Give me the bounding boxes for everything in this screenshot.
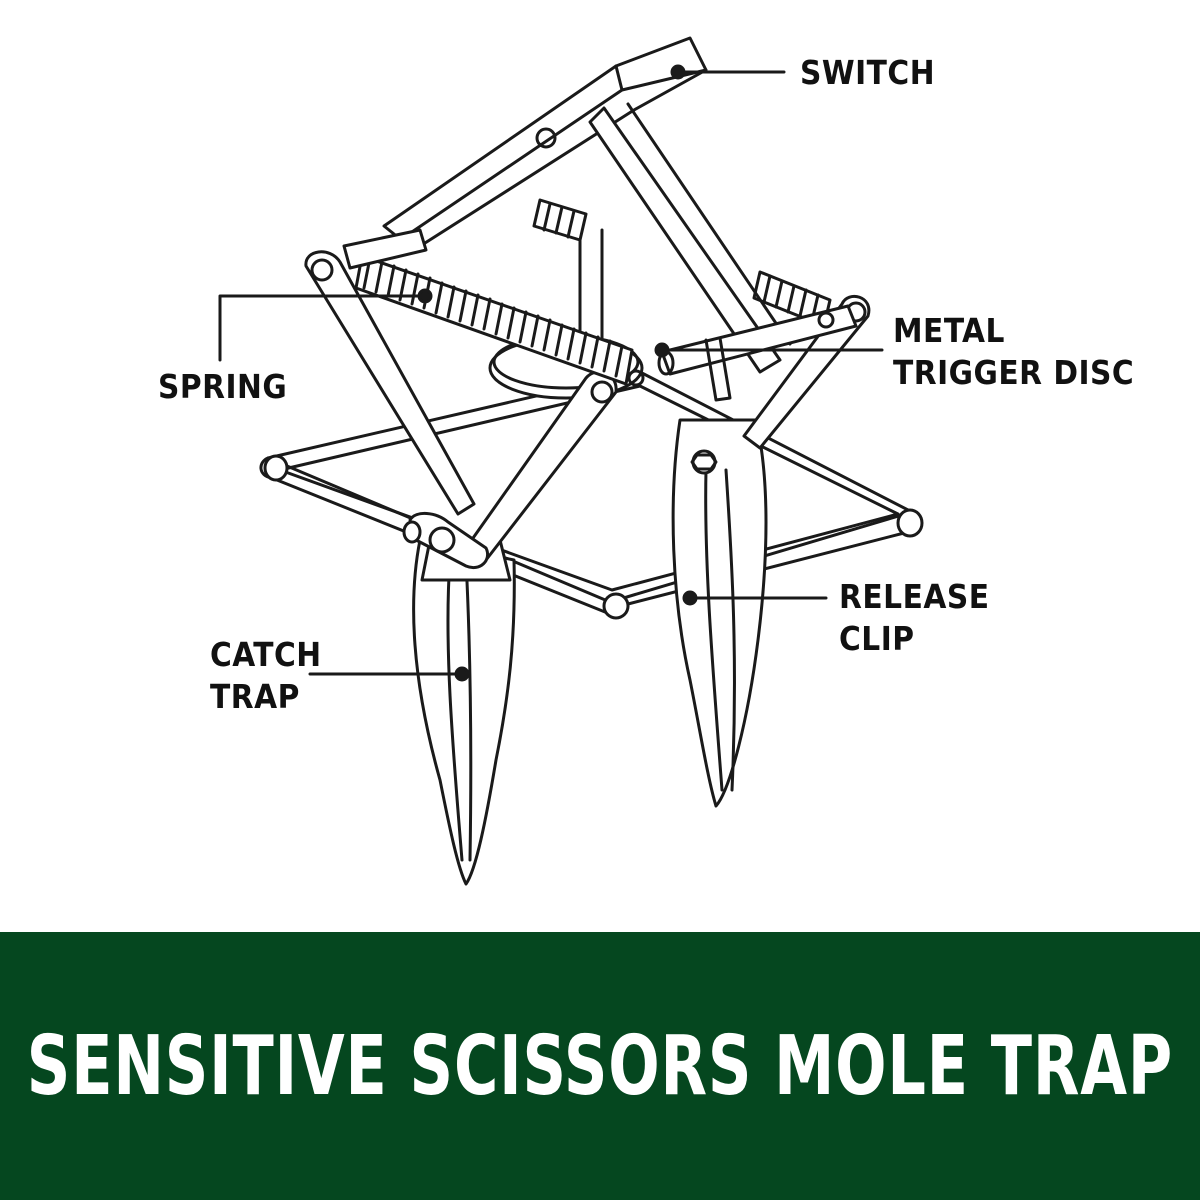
title-banner: SENSITIVE SCISSORS MOLE TRAP: [0, 932, 1200, 1200]
trap-diagram: SWITCH SPRING METAL TRIGGER DISC RELEASE…: [158, 36, 1135, 886]
callout-leaders: [218, 64, 884, 682]
label-release-clip: RELEASE CLIP: [839, 577, 990, 658]
left-scissor-arms: [304, 250, 618, 569]
label-switch: SWITCH: [800, 53, 936, 92]
switch-lever: [342, 36, 792, 374]
mole-trap-line-drawing: [218, 36, 924, 886]
left-jaw: [412, 538, 516, 886]
label-metal-trigger-disc: METAL TRIGGER DISC: [893, 311, 1135, 392]
right-jaw: [671, 418, 768, 808]
main-spring: [354, 254, 634, 386]
banner-title: SENSITIVE SCISSORS MOLE TRAP: [26, 1018, 1174, 1114]
right-scissor-arms: [742, 294, 871, 450]
label-spring: SPRING: [158, 367, 288, 406]
back-spring: [532, 198, 832, 328]
label-catch-trap: CATCH TRAP: [210, 635, 322, 716]
trigger-rod: [627, 304, 858, 402]
